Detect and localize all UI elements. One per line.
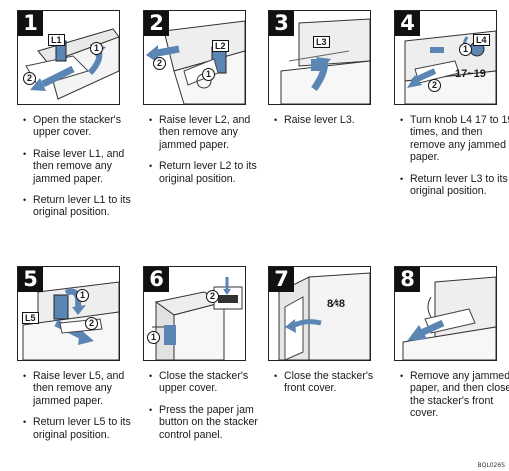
lever-l1-label: L1 <box>48 34 65 46</box>
callout-1: 1 <box>459 43 472 56</box>
step-2: 2 L2 1 2 Raise lever L2, and then remove… <box>143 10 263 185</box>
figure-code: BQL026S <box>477 462 505 469</box>
step-8-instructions: Remove any jammed paper, and then close … <box>400 370 509 429</box>
step-5: 5 L5 1 2 Raise lever L5, and then remove… <box>17 266 137 441</box>
step-2-number: 2 <box>144 11 169 36</box>
callout-2: 2 <box>23 72 36 85</box>
knob-l4-label: L4 <box>473 34 490 46</box>
step-8-illustration: 8 <box>394 266 497 361</box>
step-6: 6 1 2 Close the stacker's upper cover. P… <box>143 266 263 441</box>
instruction: Close the stacker's upper cover. <box>149 370 265 395</box>
callout-2: 2 <box>85 317 98 330</box>
callout-1: 1 <box>202 68 215 81</box>
front-cover-drawing <box>278 272 370 360</box>
instruction: Return lever L3 to its original position… <box>400 173 509 198</box>
step-7-instructions: Close the stacker's front cover. <box>274 370 390 404</box>
step-1-illustration: 1 L1 1 2 <box>17 10 120 105</box>
stacker-panel-indicator: 8∕♮8 <box>327 298 346 310</box>
step-4-number: 4 <box>395 11 420 36</box>
step-7-number: 7 <box>269 267 294 292</box>
lever-l3-drawing <box>280 18 370 104</box>
instruction: Raise lever L5, and then remove any jamm… <box>23 370 139 407</box>
stacker-close-drawing <box>152 277 243 360</box>
step-8: 8 Remove any jammed paper, and then clos… <box>394 266 509 419</box>
step-4: 4 L4 1 2 17~19 Turn knob L4 17 to 19 tim… <box>394 10 509 197</box>
step-1: 1 L1 1 2 Open the stacker's upper cover.… <box>17 10 137 218</box>
step-3-instructions: Raise lever L3. <box>274 114 390 135</box>
instruction: Close the stacker's front cover. <box>274 370 390 395</box>
step-7-illustration: 7 8∕♮8 <box>268 266 371 361</box>
step-5-illustration: 5 L5 1 2 <box>17 266 120 361</box>
step-2-illustration: 2 L2 1 2 <box>143 10 246 105</box>
remove-paper-drawing <box>402 276 496 360</box>
step-5-instructions: Raise lever L5, and then remove any jamm… <box>23 370 139 450</box>
instruction: Press the paper jam button on the stacke… <box>149 404 265 441</box>
instruction: Raise lever L2, and then remove any jamm… <box>149 114 265 151</box>
lever-l5-label: L5 <box>22 312 39 324</box>
step-6-number: 6 <box>144 267 169 292</box>
turn-count-label: 17~19 <box>455 68 486 80</box>
callout-2: 2 <box>206 290 219 303</box>
step-4-instructions: Turn knob L4 17 to 19 times, and then re… <box>400 114 509 206</box>
step-4-illustration: 4 L4 1 2 17~19 <box>394 10 497 105</box>
instruction: Return lever L1 to its original position… <box>23 194 139 219</box>
step-3: 3 L3 Raise lever L3. <box>268 10 388 127</box>
step-6-instructions: Close the stacker's upper cover. Press t… <box>149 370 265 450</box>
callout-2: 2 <box>428 79 441 92</box>
instruction: Raise lever L1, and then remove any jamm… <box>23 148 139 185</box>
callout-1: 1 <box>76 289 89 302</box>
lever-l2-label: L2 <box>212 40 229 52</box>
instruction: Return lever L2 to its original position… <box>149 160 265 185</box>
instruction: Return lever L5 to its original position… <box>23 416 139 441</box>
instruction: Remove any jammed paper, and then close … <box>400 370 509 420</box>
callout-1: 1 <box>90 42 103 55</box>
step-7: 7 8∕♮8 Close the stacker's front cover. <box>268 266 388 394</box>
step-8-number: 8 <box>395 267 420 292</box>
step-3-number: 3 <box>269 11 294 36</box>
step-5-number: 5 <box>18 267 43 292</box>
step-6-illustration: 6 1 2 <box>143 266 246 361</box>
step-3-illustration: 3 L3 <box>268 10 371 105</box>
step-1-number: 1 <box>18 11 43 36</box>
instruction: Turn knob L4 17 to 19 times, and then re… <box>400 114 509 164</box>
lever-l3-label: L3 <box>313 36 330 48</box>
callout-2: 2 <box>153 57 166 70</box>
callout-1: 1 <box>147 331 160 344</box>
step-1-instructions: Open the stacker's upper cover. Raise le… <box>23 114 139 228</box>
instruction: Open the stacker's upper cover. <box>23 114 139 139</box>
step-2-instructions: Raise lever L2, and then remove any jamm… <box>149 114 265 194</box>
instruction: Raise lever L3. <box>274 114 390 127</box>
